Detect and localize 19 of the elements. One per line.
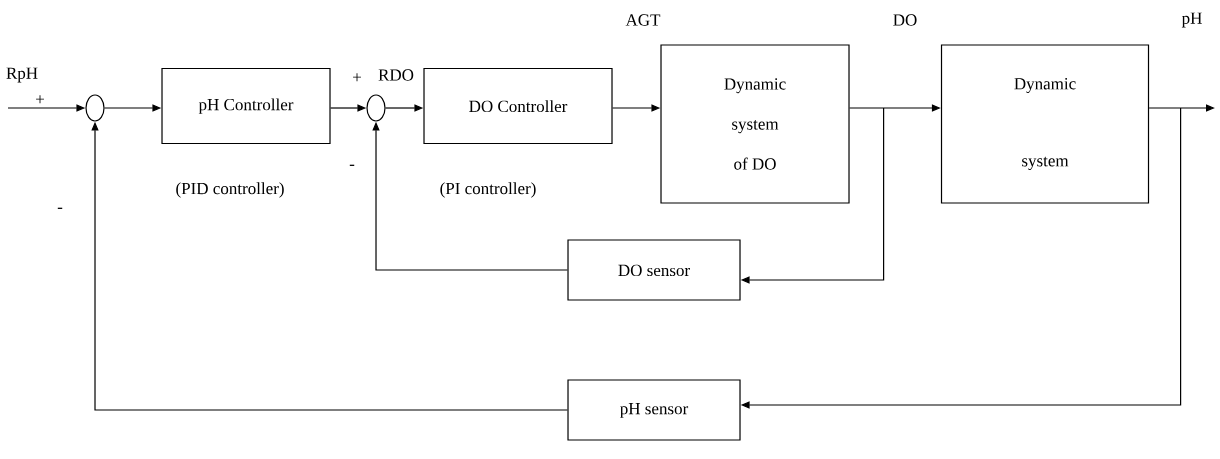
controller-type-label: (PID controller) [176, 182, 284, 198]
sensor-box: pH sensor [567, 379, 741, 441]
signal-label: AGT [625, 14, 661, 26]
sign-label: - [349, 164, 355, 166]
controller-type-label: (PI controller) [440, 182, 536, 198]
signal-label: pH [1181, 12, 1202, 28]
sign-label: + [353, 73, 361, 82]
sign-label: + [36, 95, 44, 104]
summing-junction [85, 94, 105, 122]
block-box: DO Controller [423, 67, 613, 145]
block-box: pH Controller [161, 67, 331, 145]
sign-label: - [57, 207, 63, 209]
signal-label: RDO [378, 69, 414, 81]
block-box: Dynamic system [940, 44, 1150, 204]
summing-junction [366, 94, 386, 122]
signal-label: DO [893, 14, 917, 26]
signal-label: RpH [6, 67, 38, 83]
sensor-box: DO sensor [567, 239, 741, 301]
block-box: Dynamic system of DO [660, 44, 850, 204]
